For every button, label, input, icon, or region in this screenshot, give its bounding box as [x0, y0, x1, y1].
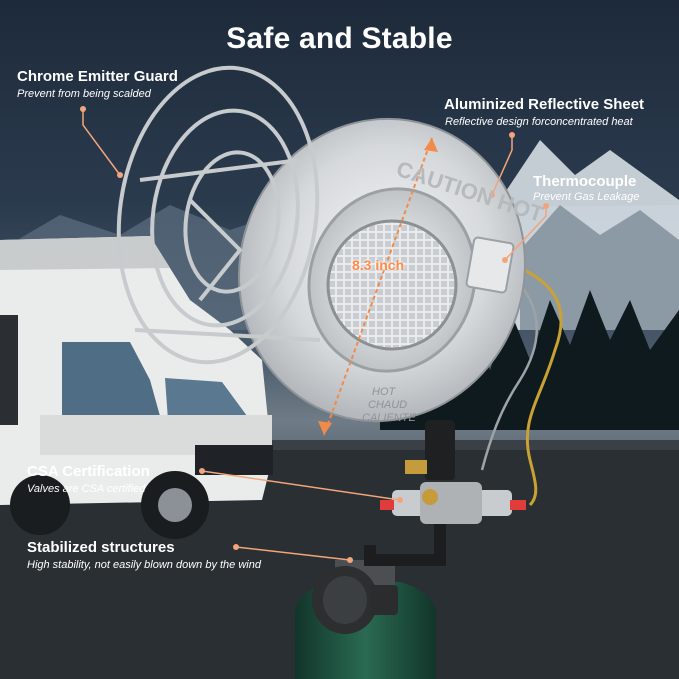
dimension-line — [318, 137, 438, 436]
page-title: Safe and Stable — [226, 22, 453, 55]
mounting-bracket — [364, 420, 455, 566]
emitter-guard — [116, 65, 321, 365]
regulator-knob — [312, 566, 398, 634]
callout-reflective-sheet-title: Aluminized Reflective Sheet — [444, 96, 645, 113]
callout-thermocouple-subtitle: Prevent Gas Leakage — [533, 191, 640, 203]
callout-lines — [80, 106, 549, 563]
reflector-dish — [238, 117, 526, 423]
callout-stabilized-subtitle: High stability, not easily blown down by… — [27, 559, 261, 571]
callout-csa-subtitle: Valves are CSA certified — [27, 483, 146, 495]
thermocouple-wire — [499, 258, 563, 507]
plate-text-chaud: CHAUD — [368, 399, 407, 411]
callout-emitter-guard-subtitle: Prevent from being scalded — [17, 88, 151, 100]
plate-text-caliente: CALIENTE — [362, 412, 416, 424]
callout-thermocouple-title: Thermocouple — [533, 173, 637, 190]
valve-assembly — [380, 460, 526, 524]
callout-stabilized-title: Stabilized structures — [27, 539, 175, 556]
callout-emitter-guard-title: Chrome Emitter Guard — [17, 68, 178, 85]
dimension-label: 8.3 inch — [352, 257, 405, 273]
plate-text-hot: HOT — [372, 386, 397, 398]
rv-vehicle — [0, 236, 273, 539]
callout-reflective-sheet-subtitle: Reflective design forconcentrated heat — [445, 116, 633, 128]
callout-csa-title: CSA Certification — [27, 463, 150, 480]
gas-line — [480, 264, 538, 471]
